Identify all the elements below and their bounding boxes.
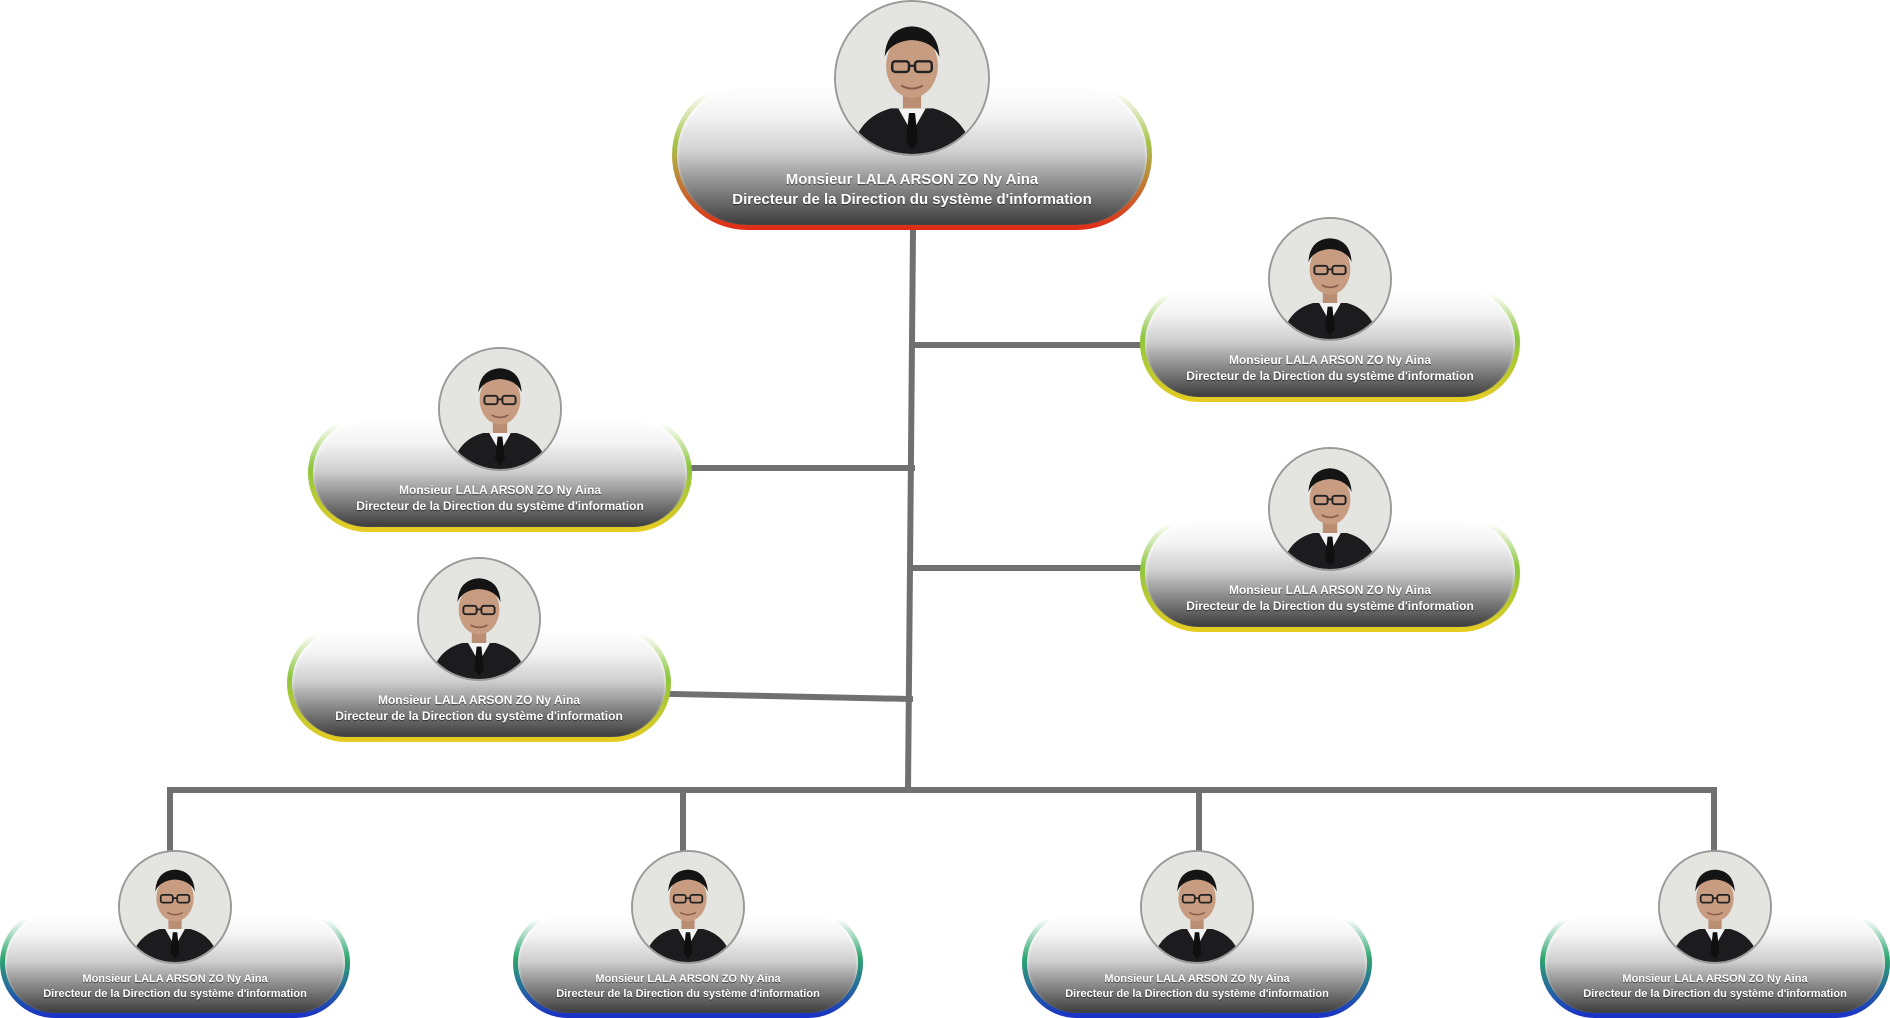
- node-label: Monsieur LALA ARSON ZO Ny Aina Directeur…: [1140, 583, 1520, 615]
- node-name: Monsieur LALA ARSON ZO Ny Aina: [377, 693, 580, 707]
- org-node-bottom-2[interactable]: Monsieur LALA ARSON ZO Ny Aina Directeur…: [513, 850, 863, 1018]
- portrait-photo: [417, 557, 541, 681]
- node-name: Monsieur LALA ARSON ZO Ny Aina: [595, 973, 781, 985]
- org-node-root[interactable]: Monsieur LALA ARSON ZO Ny Aina Directeur…: [672, 0, 1152, 230]
- node-name: Monsieur LALA ARSON ZO Ny Aina: [1622, 973, 1808, 985]
- org-node-left-2[interactable]: Monsieur LALA ARSON ZO Ny Aina Directeur…: [287, 557, 671, 742]
- node-title: Directeur de la Direction du système d'i…: [1186, 598, 1474, 613]
- node-name: Monsieur LALA ARSON ZO Ny Aina: [82, 973, 268, 985]
- node-name: Monsieur LALA ARSON ZO Ny Aina: [1228, 353, 1431, 367]
- portrait-photo: [118, 850, 232, 964]
- portrait-photo: [631, 850, 745, 964]
- node-name: Monsieur LALA ARSON ZO Ny Aina: [398, 483, 601, 497]
- trunk-line: [904, 226, 917, 794]
- node-label: Monsieur LALA ARSON ZO Ny Aina Directeur…: [1022, 972, 1372, 1001]
- node-title: Directeur de la Direction du système d'i…: [556, 987, 820, 1000]
- portrait-photo: [1268, 447, 1392, 571]
- node-title: Directeur de la Direction du système d'i…: [1065, 987, 1329, 1000]
- node-label: Monsieur LALA ARSON ZO Ny Aina Directeur…: [672, 170, 1152, 210]
- org-node-left-1[interactable]: Monsieur LALA ARSON ZO Ny Aina Directeur…: [308, 347, 692, 532]
- org-node-bottom-3[interactable]: Monsieur LALA ARSON ZO Ny Aina Directeur…: [1022, 850, 1372, 1018]
- node-label: Monsieur LALA ARSON ZO Ny Aina Directeur…: [1140, 353, 1520, 385]
- org-node-right-1[interactable]: Monsieur LALA ARSON ZO Ny Aina Directeur…: [1140, 217, 1520, 402]
- portrait-photo: [834, 0, 990, 156]
- org-node-bottom-4[interactable]: Monsieur LALA ARSON ZO Ny Aina Directeur…: [1540, 850, 1890, 1018]
- org-node-right-2[interactable]: Monsieur LALA ARSON ZO Ny Aina Directeur…: [1140, 447, 1520, 632]
- branch-line-left-2: [668, 690, 914, 703]
- portrait-photo: [1140, 850, 1254, 964]
- node-label: Monsieur LALA ARSON ZO Ny Aina Directeur…: [0, 972, 350, 1001]
- node-name: Monsieur LALA ARSON ZO Ny Aina: [1228, 583, 1431, 597]
- node-label: Monsieur LALA ARSON ZO Ny Aina Directeur…: [287, 693, 671, 725]
- node-name: Monsieur LALA ARSON ZO Ny Aina: [1104, 973, 1290, 985]
- portrait-photo: [438, 347, 562, 471]
- node-label: Monsieur LALA ARSON ZO Ny Aina Directeur…: [1540, 972, 1890, 1001]
- node-pill: [308, 414, 692, 532]
- node-label: Monsieur LALA ARSON ZO Ny Aina Directeur…: [513, 972, 863, 1001]
- node-title: Directeur de la Direction du système d'i…: [356, 498, 644, 513]
- node-title: Directeur de la Direction du système d'i…: [732, 190, 1092, 208]
- node-title: Directeur de la Direction du système d'i…: [1583, 987, 1847, 1000]
- node-title: Directeur de la Direction du système d'i…: [43, 987, 307, 1000]
- portrait-photo: [1268, 217, 1392, 341]
- portrait-photo: [1658, 850, 1772, 964]
- node-title: Directeur de la Direction du système d'i…: [335, 708, 623, 723]
- node-title: Directeur de la Direction du système d'i…: [1186, 368, 1474, 383]
- node-name: Monsieur LALA ARSON ZO Ny Aina: [785, 171, 1039, 188]
- org-node-bottom-1[interactable]: Monsieur LALA ARSON ZO Ny Aina Directeur…: [0, 850, 350, 1018]
- node-label: Monsieur LALA ARSON ZO Ny Aina Directeur…: [308, 483, 692, 515]
